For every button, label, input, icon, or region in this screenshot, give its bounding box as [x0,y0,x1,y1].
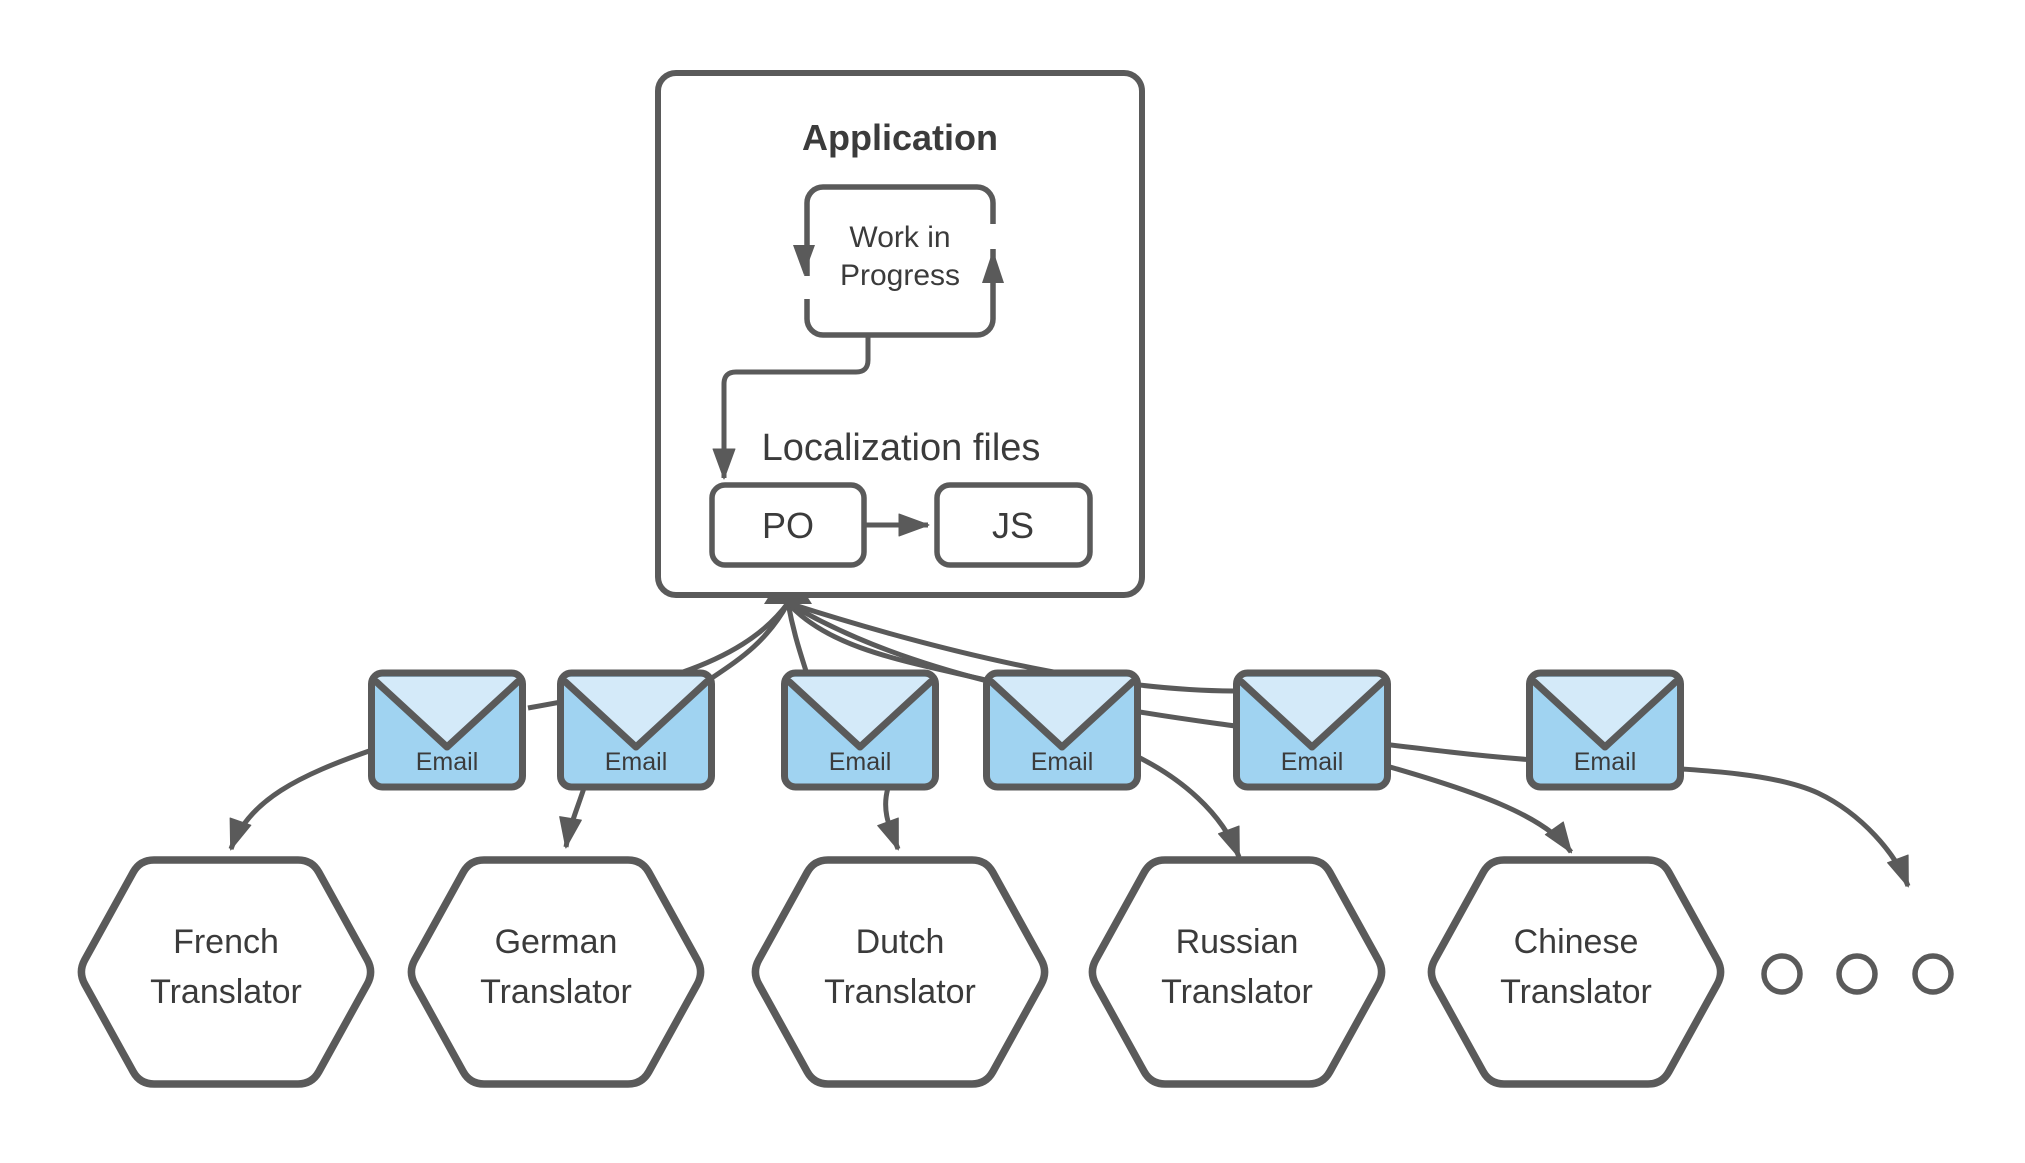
translator-role: Translator [480,973,632,1011]
email-label: Email [605,748,668,776]
email-node-6: Email [1530,673,1681,787]
connector-email3-to-dutch [877,787,901,851]
po-file-node: PO [709,482,867,568]
translator-name: Russian [1176,923,1299,961]
ellipsis-circle [1912,953,1954,995]
connector-email4-to-russian [1136,754,1242,859]
hexagon-shape [755,860,1044,1084]
po-file-label: PO [762,505,814,546]
connector-email3-to-po [785,602,809,672]
application-title: Application [802,117,998,158]
loop-gap-right [986,224,1000,249]
connector-email2-to-german [559,787,587,849]
translator-name: German [495,923,618,961]
email-node-2: Email [561,673,712,787]
email-node-5: Email [1237,673,1388,787]
hexagon-shape [1092,860,1381,1084]
localization-files-heading: Localization files [762,427,1041,469]
translator-node-russian: Russian Translator [1092,860,1381,1084]
loop-arrow-down-icon [793,245,815,275]
email-to-translator-connectors [228,747,1574,859]
wip-label-line1: Work in [849,221,950,254]
email-node-1: Email [372,673,523,787]
translator-node-dutch: Dutch Translator [755,860,1044,1084]
connector-email1-to-french [228,747,373,851]
ellipsis-circle [1761,953,1803,995]
translator-name: French [173,923,279,961]
connector-email2-to-po [704,601,791,685]
connector-email5-to-po [787,600,1234,694]
work-in-progress-node: Work in Progress [793,184,1004,338]
translator-node-french: French Translator [81,860,370,1084]
hexagon-shape [411,860,700,1084]
translator-name: Dutch [856,923,945,961]
hexagon-shape [81,860,370,1084]
connector-email5-to-chinese [1389,764,1574,854]
email-label: Email [416,748,479,776]
email-node-4: Email [987,673,1138,787]
email-to-po-connectors [527,600,1911,888]
more-translators-ellipsis-icon [1761,953,1954,995]
ellipsis-circle [1836,953,1878,995]
translator-node-chinese: Chinese Translator [1431,860,1720,1084]
js-file-node: JS [934,482,1093,568]
po-file-box [709,482,867,568]
email-label: Email [1574,748,1637,776]
translator-role: Translator [824,973,976,1011]
translator-role: Translator [150,973,302,1011]
email-label: Email [1031,748,1094,776]
translator-name: Chinese [1514,923,1639,961]
js-file-box [934,482,1093,568]
loop-gap-left [797,276,811,299]
translator-role: Translator [1500,973,1652,1011]
loop-arrow-up-icon [982,250,1004,283]
translator-node-german: German Translator [411,860,700,1084]
hexagon-shape [1431,860,1720,1084]
wip-label-line2: Progress [840,259,960,292]
email-node-3: Email [785,673,936,787]
connector-wip-to-po [712,336,871,480]
email-label: Email [1281,748,1344,776]
email-label: Email [829,748,892,776]
js-file-label: JS [992,505,1034,546]
translator-role: Translator [1161,973,1313,1011]
